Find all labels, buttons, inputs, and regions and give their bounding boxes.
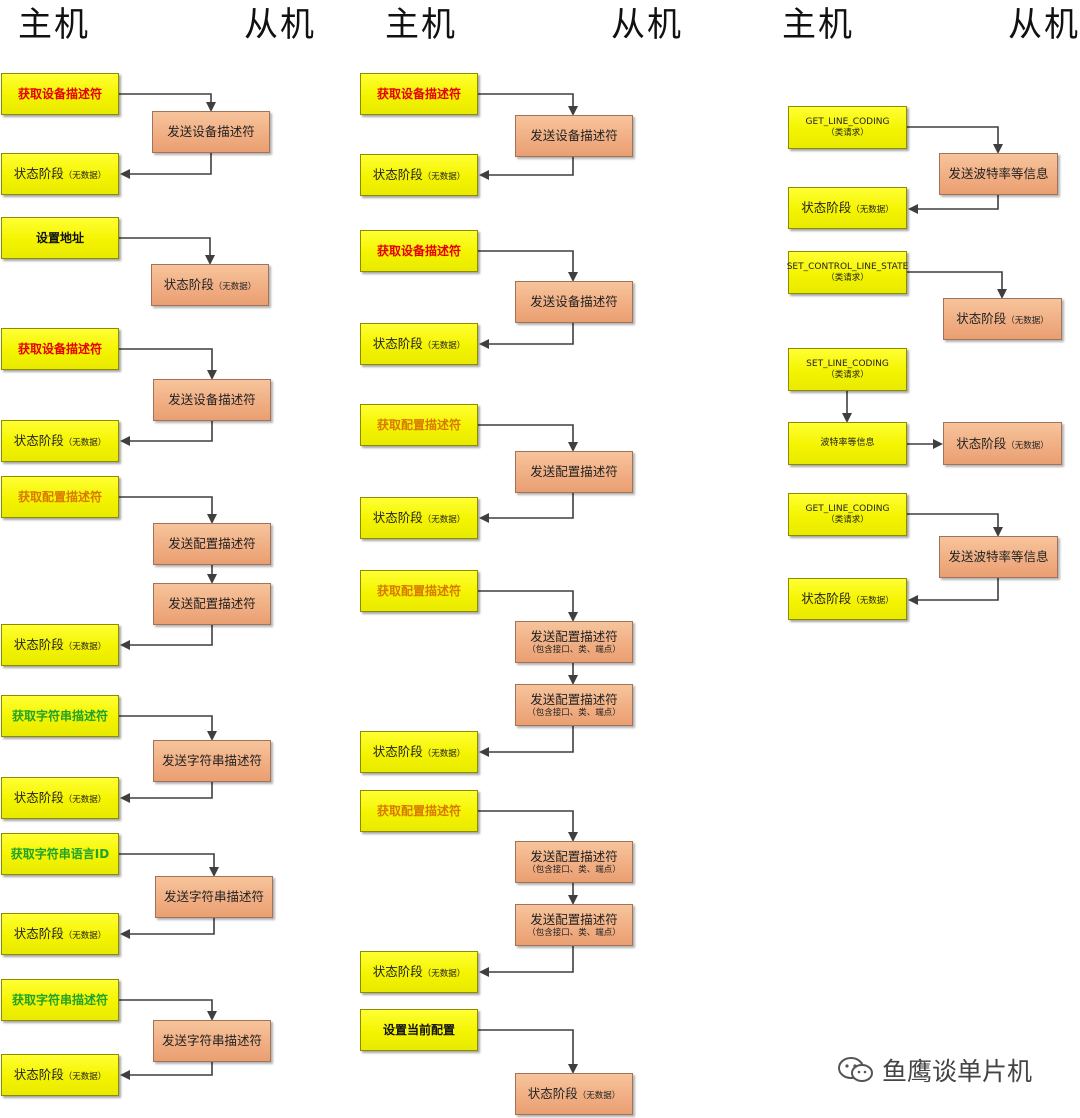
- arrow-c2-1: [478, 93, 578, 116]
- host-get-line-coding: GET_LINE_CODING（类请求）: [788, 493, 907, 536]
- arrow-c3-1: [907, 126, 1003, 154]
- host-get-string-descriptor: 获取字符串描述符: [1, 695, 119, 737]
- host-status-stage: 状态阶段（无数据）: [360, 731, 478, 773]
- wechat-icon: [838, 1057, 873, 1082]
- host-status-stage: 状态阶段（无数据）: [1, 1054, 119, 1096]
- device-status-stage: 状态阶段（无数据）: [943, 298, 1062, 340]
- host-status-stage: 状态阶段（无数据）: [788, 187, 907, 229]
- arrow-c1-14: [120, 1061, 213, 1080]
- arrow-c2-5: [478, 424, 578, 452]
- device-send-string-descriptor: 发送字符串描述符: [153, 740, 271, 782]
- host-status-stage: 状态阶段（无数据）: [1, 153, 119, 195]
- host-status-stage: 状态阶段（无数据）: [788, 578, 907, 620]
- arrow-c3-6: [907, 513, 1003, 537]
- arrow-c1-6: [119, 496, 217, 524]
- host-status-stage: 状态阶段（无数据）: [360, 951, 478, 993]
- arrow-c1-13: [119, 999, 217, 1021]
- arrow-c1-10: [120, 781, 213, 803]
- device-send-device-descriptor: 发送设备描述符: [152, 111, 270, 153]
- arrow-c2-4: [479, 323, 574, 349]
- device-send-device-descriptor: 发送设备描述符: [515, 115, 633, 157]
- device-send-baud-info: 发送波特率等信息: [939, 153, 1058, 195]
- host-status-stage: 状态阶段（无数据）: [1, 777, 119, 819]
- arrow-c3-3: [907, 271, 1007, 299]
- arrow-c3-7: [908, 578, 999, 605]
- arrow-c2-2: [479, 157, 574, 180]
- host-get-device-descriptor: 获取设备描述符: [1, 73, 119, 115]
- arrow-c2-9: [479, 726, 574, 757]
- host-set-address: 设置地址: [1, 217, 119, 259]
- arrow-c2-7: [478, 590, 578, 622]
- device-send-config-descriptor: 发送配置描述符: [515, 451, 633, 493]
- arrow-c2-3: [478, 250, 578, 282]
- arrow-c1-12: [120, 917, 215, 939]
- device-send-device-descriptor: 发送设备描述符: [515, 281, 633, 323]
- watermark: 鱼鹰谈单片机: [836, 1052, 1032, 1088]
- host-set-current-config: 设置当前配置: [360, 1009, 478, 1051]
- watermark-text: 鱼鹰谈单片机: [882, 1057, 1033, 1086]
- arrow-c1-1: [119, 93, 216, 112]
- device-status-stage: 状态阶段（无数据）: [151, 264, 269, 306]
- host-status-stage: 状态阶段（无数据）: [1, 624, 119, 666]
- host-status-stage: 状态阶段（无数据）: [360, 323, 478, 365]
- header-host-3: 主机: [782, 5, 854, 45]
- header-device-3: 从机: [1008, 5, 1080, 45]
- host-get-device-descriptor: 获取设备描述符: [360, 73, 478, 115]
- host-get-config-descriptor: 获取配置描述符: [360, 404, 478, 446]
- host-status-stage: 状态阶段（无数据）: [360, 154, 478, 196]
- device-send-device-descriptor: 发送设备描述符: [153, 379, 271, 421]
- host-get-line-coding: GET_LINE_CODING（类请求）: [788, 106, 907, 149]
- arrow-c1-2: [120, 153, 212, 179]
- device-send-string-descriptor: 发送字符串描述符: [155, 876, 273, 918]
- arrow-c1-3: [119, 237, 215, 265]
- device-send-config-descriptor: 发送配置描述符: [153, 583, 271, 625]
- host-get-config-descriptor: 获取配置描述符: [360, 570, 478, 612]
- host-get-device-descriptor: 获取设备描述符: [1, 328, 119, 370]
- arrow-c1-11: [119, 853, 219, 877]
- header-device-1: 从机: [244, 5, 316, 45]
- device-status-stage: 状态阶段（无数据）: [943, 422, 1062, 465]
- host-set-line-coding: SET_LINE_CODING（类请求）: [788, 348, 907, 391]
- host-get-config-descriptor: 获取配置描述符: [1, 476, 119, 518]
- host-status-stage: 状态阶段（无数据）: [360, 497, 478, 539]
- host-status-stage: 状态阶段（无数据）: [1, 913, 119, 955]
- device-send-config-descriptor-full: 发送配置描述符（包含接口、类、端点）: [515, 621, 633, 663]
- device-send-config-descriptor: 发送配置描述符: [153, 523, 271, 565]
- host-set-control-line-state: SET_CONTROL_LINE_STATE（类请求）: [787, 251, 908, 294]
- device-send-config-descriptor-full: 发送配置描述符（包含接口、类、端点）: [515, 904, 633, 946]
- arrow-c1-9: [119, 715, 217, 741]
- host-get-config-descriptor: 获取配置描述符: [360, 790, 478, 832]
- device-send-config-descriptor-full: 发送配置描述符（包含接口、类、端点）: [515, 684, 633, 726]
- device-send-baud-info: 发送波特率等信息: [939, 536, 1058, 578]
- arrow-c2-13: [478, 1029, 578, 1074]
- arrow-c2-10: [478, 810, 578, 842]
- header-host-2: 主机: [385, 5, 457, 45]
- arrow-c2-12: [479, 946, 574, 977]
- arrow-c2-6: [479, 493, 574, 523]
- arrow-c1-5: [120, 420, 213, 446]
- host-status-stage: 状态阶段（无数据）: [1, 420, 119, 462]
- header-host-1: 主机: [18, 5, 90, 45]
- arrow-c1-8: [120, 624, 213, 650]
- arrow-c3-2: [908, 195, 999, 214]
- device-status-stage: 状态阶段（无数据）: [515, 1073, 633, 1115]
- arrow-c1-4: [119, 348, 217, 380]
- host-get-string-descriptor: 获取字符串描述符: [1, 979, 119, 1021]
- host-baud-info: 波特率等信息: [788, 422, 907, 465]
- device-send-config-descriptor-full: 发送配置描述符（包含接口、类、端点）: [515, 841, 633, 883]
- header-device-2: 从机: [611, 5, 683, 45]
- host-get-device-descriptor: 获取设备描述符: [360, 230, 478, 272]
- device-send-string-descriptor: 发送字符串描述符: [153, 1020, 271, 1062]
- host-get-string-language-id: 获取字符串语言ID: [1, 833, 119, 875]
